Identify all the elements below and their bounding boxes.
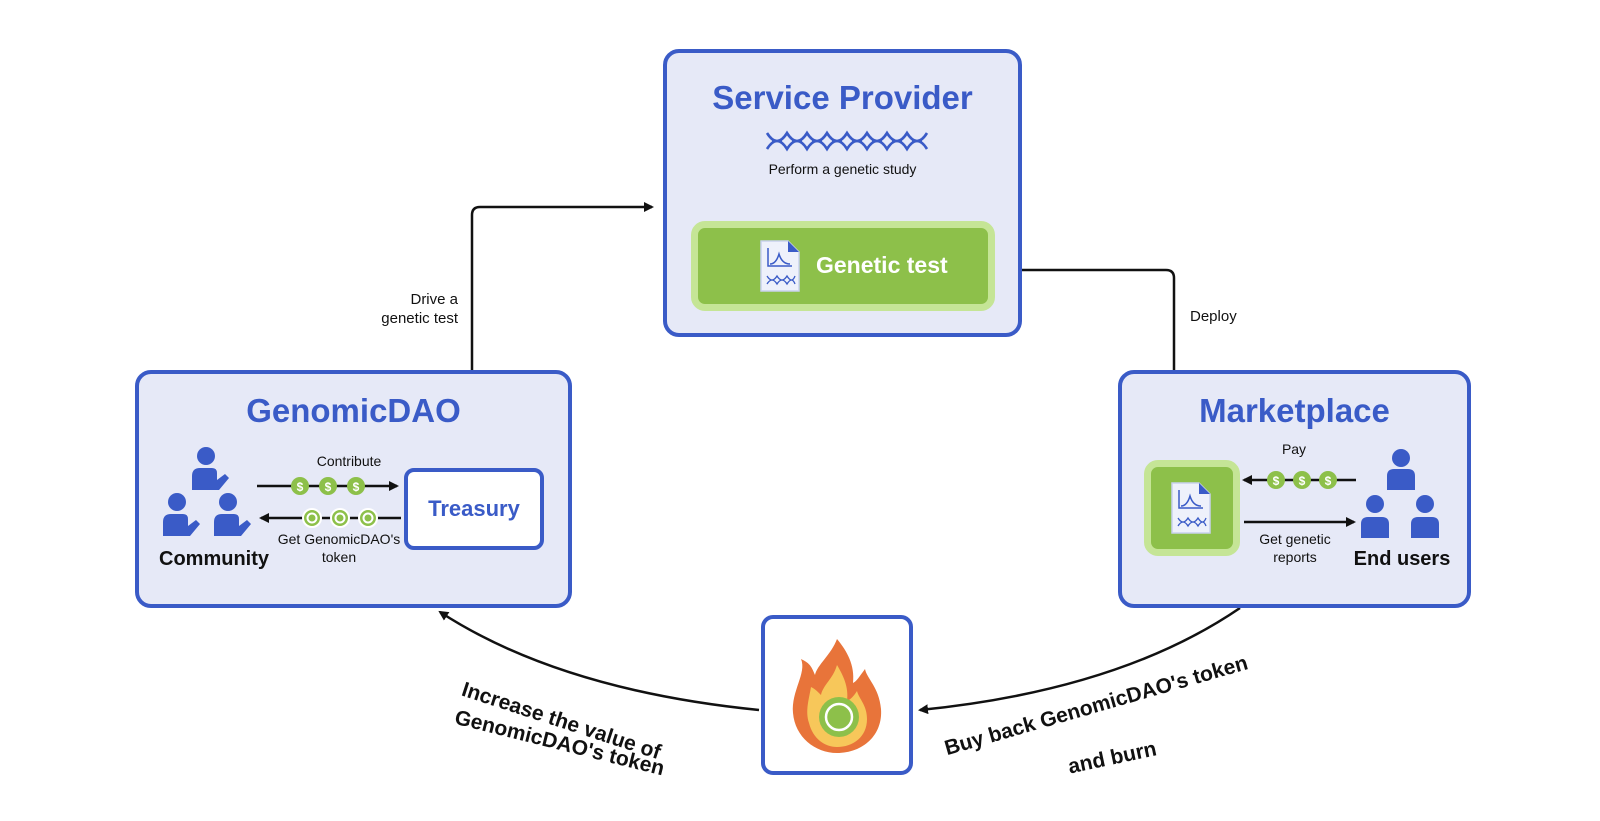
marketplace-genetic-test-card <box>1144 460 1240 556</box>
reports-label-line2: reports <box>1273 549 1317 565</box>
treasury-box: Treasury <box>404 468 544 550</box>
deploy-label: Deploy <box>1190 308 1237 325</box>
drive-test-label-line1: Drive a <box>410 291 458 308</box>
payment-arrows: $ $ $ <box>1242 471 1356 527</box>
drive-test-arrow <box>470 202 654 463</box>
dollar-coin-icon: $ $ $ <box>1267 471 1337 489</box>
community-label: Community <box>159 548 269 570</box>
svg-text:$: $ <box>325 480 332 494</box>
reports-label: Get genetic reports <box>1240 530 1350 566</box>
dna-icon <box>765 130 929 152</box>
study-label: Perform a genetic study <box>768 161 917 177</box>
burn-box <box>761 615 913 775</box>
report-document-icon <box>1171 482 1211 534</box>
svg-text:$: $ <box>297 480 304 494</box>
get-token-label-line1: Get GenomicDAO's <box>277 531 401 547</box>
genetic-test-label: Genetic test <box>816 252 948 278</box>
buyback-arrow <box>918 606 1241 715</box>
pay-label: Pay <box>1281 441 1307 457</box>
report-document-icon <box>760 240 800 292</box>
increase-value-arrow <box>438 610 760 712</box>
svg-text:$: $ <box>353 480 360 494</box>
drive-test-label: Drive a genetic test <box>354 290 458 328</box>
people-icon <box>1361 449 1439 538</box>
svg-text:$: $ <box>1299 474 1306 488</box>
genomicdao-box: GenomicDAO Community Contribute $ $ $ <box>135 370 572 608</box>
drive-test-label-line2: genetic test <box>381 310 458 327</box>
fire-icon <box>792 639 882 753</box>
get-token-label: Get GenomicDAO's token <box>269 530 409 566</box>
deploy-arrow <box>990 268 1179 460</box>
end-users-label: End users <box>1353 548 1451 570</box>
marketplace-box: Marketplace Pay $ $ $ Get genetic report… <box>1118 370 1471 608</box>
get-token-label-line2: token <box>321 549 357 565</box>
svg-text:$: $ <box>1273 474 1280 488</box>
token-ring-icon <box>302 508 378 528</box>
svg-text:$: $ <box>1325 474 1332 488</box>
reports-label-line1: Get genetic <box>1259 531 1331 547</box>
marketplace-title: Marketplace <box>1199 392 1390 429</box>
genetic-test-card: Genetic test <box>691 221 995 311</box>
contribute-label: Contribute <box>316 453 382 469</box>
service-provider-title: Service Provider <box>712 79 973 116</box>
genomicdao-title: GenomicDAO <box>246 392 461 429</box>
people-icon <box>163 447 251 536</box>
dollar-coin-icon: $ $ $ <box>291 477 365 495</box>
token-exchange-arrows: $ $ $ <box>257 477 401 528</box>
service-provider-box: Service Provider Perform a genetic study… <box>663 49 1022 337</box>
